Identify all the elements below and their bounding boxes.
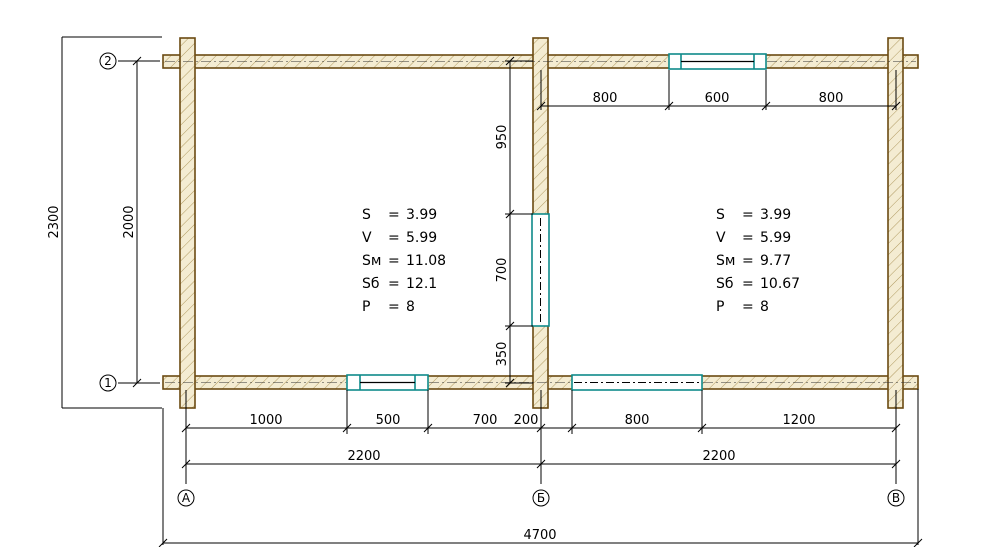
room-right-p-value: 8 <box>760 299 769 315</box>
dim-right-top-left: 800 <box>593 91 618 106</box>
window-bottom-left <box>346 374 429 391</box>
svg-text:=: = <box>742 253 754 269</box>
room-left-sm-value: 11.08 <box>406 253 446 269</box>
svg-text:=: = <box>742 276 754 292</box>
room-left-sb-value: 12.1 <box>406 276 437 292</box>
axis-bubble-v <box>887 489 905 507</box>
axis-bubble-2 <box>99 52 117 70</box>
dim-bot-1: 1000 <box>249 413 282 428</box>
svg-text:=: = <box>388 276 400 292</box>
room-right-v-label: V <box>716 230 726 246</box>
room-right-specs: S = 3.99 V = 5.99 Sм = 9.77 Sб = 10.67 P… <box>716 207 800 315</box>
dimension-lines <box>61 36 923 547</box>
room-left-specs: S = 3.99 V = 5.99 Sм = 11.08 Sб = 12.1 P… <box>362 207 446 315</box>
svg-text:=: = <box>742 230 754 246</box>
room-right-p-label: P <box>716 299 724 315</box>
room-right-sb-label: Sб <box>716 276 734 292</box>
dim-half-right: 2200 <box>702 449 735 464</box>
window-middle-wall <box>531 213 550 327</box>
dim-total-height: 2300 <box>47 205 62 238</box>
room-right-sm-label: Sм <box>716 253 735 269</box>
windows <box>346 53 767 391</box>
svg-text:=: = <box>388 253 400 269</box>
svg-text:=: = <box>742 207 754 223</box>
axis-label-2: 2 <box>104 54 112 68</box>
room-left-p-value: 8 <box>406 299 415 315</box>
dim-mid-window: 700 <box>495 258 510 283</box>
svg-text:=: = <box>742 299 754 315</box>
axis-label-a: А <box>182 491 191 505</box>
room-right-sb-value: 10.67 <box>760 276 800 292</box>
dim-half-left: 2200 <box>347 449 380 464</box>
axis-label-1: 1 <box>104 376 112 390</box>
room-left-sb-label: Sб <box>362 276 380 292</box>
room-right-v-value: 5.99 <box>760 230 791 246</box>
dim-bot-3: 200 <box>514 413 539 428</box>
room-left-p-label: P <box>362 299 370 315</box>
room-left-sm-label: Sм <box>362 253 381 269</box>
dim-mid-top: 950 <box>495 125 510 150</box>
dim-inner-height: 2000 <box>122 205 137 238</box>
axis-bubble-a <box>177 489 195 507</box>
wall-left <box>179 37 196 409</box>
axis-bubble-b <box>532 489 550 507</box>
room-left-v-value: 5.99 <box>406 230 437 246</box>
dim-total-width: 4700 <box>523 528 556 543</box>
svg-text:=: = <box>388 299 400 315</box>
room-left-s-label: S <box>362 207 371 223</box>
room-right-sm-value: 9.77 <box>760 253 791 269</box>
dim-bot-window-right: 800 <box>625 413 650 428</box>
room-right-s-value: 3.99 <box>760 207 791 223</box>
dim-mid-bottom: 350 <box>495 342 510 367</box>
window-top-right <box>668 53 767 70</box>
room-right-s-label: S <box>716 207 725 223</box>
dim-right-top-window: 600 <box>705 91 730 106</box>
axis-bubble-1 <box>99 374 117 392</box>
room-left-s-value: 3.99 <box>406 207 437 223</box>
svg-text:=: = <box>388 207 400 223</box>
axis-label-v: В <box>892 491 900 505</box>
dim-right-top-right: 800 <box>819 91 844 106</box>
dim-bot-2: 700 <box>473 413 498 428</box>
dim-bot-window: 500 <box>376 413 401 428</box>
window-bottom-right <box>571 374 703 391</box>
dim-bot-4: 1200 <box>782 413 815 428</box>
axis-label-b: Б <box>537 491 545 505</box>
svg-text:=: = <box>388 230 400 246</box>
room-left-v-label: V <box>362 230 372 246</box>
